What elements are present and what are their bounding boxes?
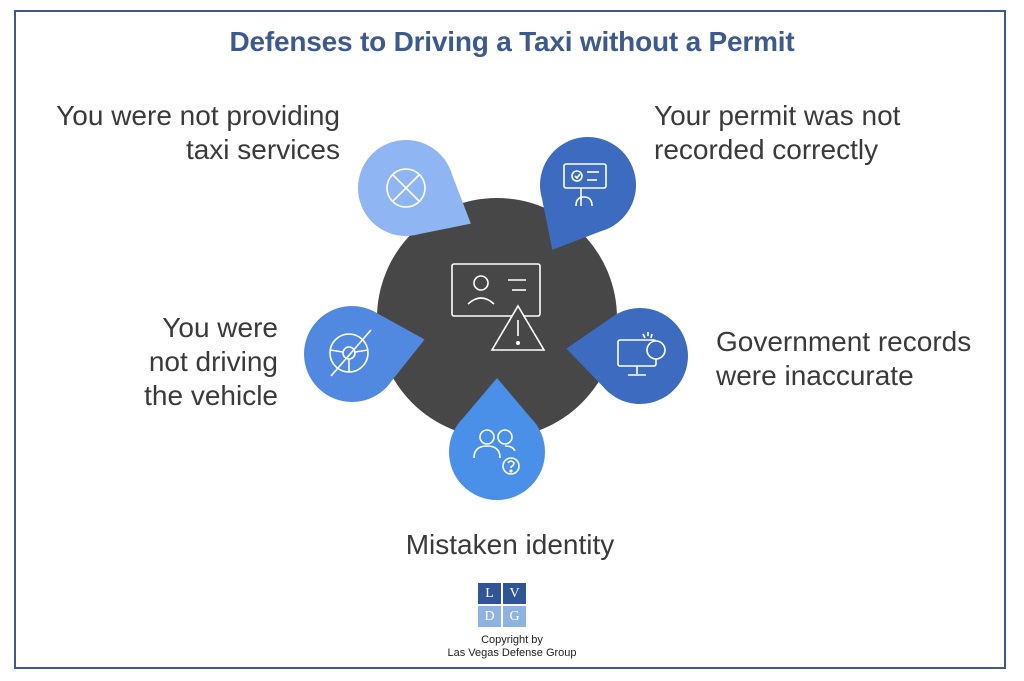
defense-label-line: not driving xyxy=(148,346,278,377)
defense-pin-4 xyxy=(449,378,545,501)
border-frame xyxy=(14,10,1006,669)
defense-label-1: You were not providing taxi services xyxy=(30,99,340,167)
permit-sign-icon xyxy=(563,163,607,207)
copyright-line-2: Las Vegas Defense Group xyxy=(447,647,577,659)
defense-label-line: Mistaken identity xyxy=(405,529,615,560)
monitor-alert-icon xyxy=(617,332,666,376)
no-steering-wheel-icon xyxy=(329,329,372,377)
pin-shape xyxy=(358,140,471,236)
warning-icon xyxy=(490,304,546,351)
logo-letter: L xyxy=(478,583,501,604)
pin-shape xyxy=(566,308,688,405)
defense-label-5: You were not driving the vehicle xyxy=(80,311,278,413)
company-logo: L V D G xyxy=(478,583,528,629)
id-card-icon xyxy=(451,263,541,317)
defense-label-4: Mistaken identity xyxy=(340,528,680,562)
people-question-icon xyxy=(473,429,520,475)
defense-pin-2 xyxy=(540,136,637,250)
defense-label-line: the vehicle xyxy=(144,380,278,411)
central-hub xyxy=(377,198,617,438)
logo-letter: D xyxy=(478,606,501,627)
defense-label-2: Your permit was not recorded correctly xyxy=(654,99,954,167)
x-circle-icon xyxy=(386,168,426,208)
pin-shape xyxy=(304,306,425,403)
copyright-line-1: Copyright by xyxy=(481,634,543,646)
defense-label-line: You were xyxy=(162,312,278,343)
defense-pin-3 xyxy=(566,308,688,405)
defense-label-line: recorded correctly xyxy=(654,134,879,165)
defense-label-line: Your permit was not xyxy=(654,100,901,131)
defense-label-line: Government records xyxy=(716,326,972,357)
defense-label-3: Government records were inaccurate xyxy=(716,325,1006,393)
defense-label-line: taxi services xyxy=(185,134,340,165)
logo-letter: G xyxy=(503,606,526,627)
defense-pin-1 xyxy=(358,140,471,236)
pin-shape xyxy=(540,136,637,250)
defense-pin-5 xyxy=(304,306,425,403)
defense-label-line: were inaccurate xyxy=(716,360,914,391)
diagram-title: Defenses to Driving a Taxi without a Per… xyxy=(229,26,795,57)
defense-label-line: You were not providing xyxy=(56,100,340,131)
pin-shape xyxy=(449,378,545,501)
logo-letter: V xyxy=(503,583,526,604)
